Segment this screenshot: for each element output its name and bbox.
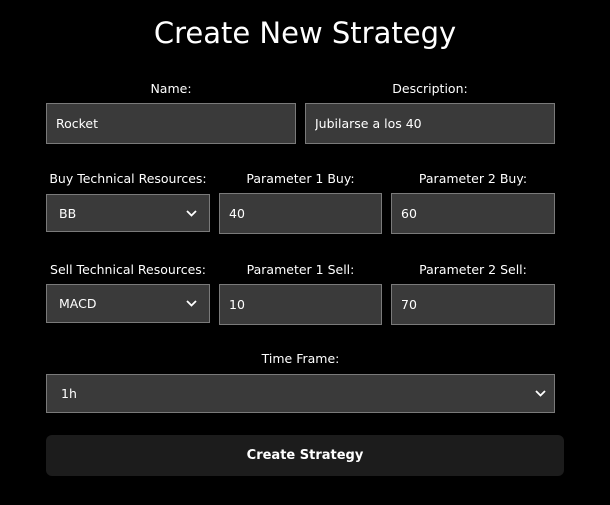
sell-param1-input[interactable] [219,284,382,325]
sell-param2-input[interactable] [391,284,555,325]
timeframe-select[interactable]: 1h [46,374,555,413]
sell-resources-label: Sell Technical Resources: [50,262,206,277]
buy-resources-value: BB [59,205,77,221]
create-strategy-button[interactable]: Create Strategy [46,435,564,476]
sell-resources-select[interactable]: MACD [46,284,210,323]
timeframe-value: 1h [61,386,77,401]
buy-param2-input[interactable] [391,193,555,234]
buy-resources-select[interactable]: BB [46,194,210,232]
description-input[interactable] [305,103,555,144]
name-label: Name: [150,81,192,96]
buy-param1-input[interactable] [219,193,382,234]
buy-param1-label: Parameter 1 Buy: [246,171,355,186]
chevron-down-icon [185,207,197,219]
sell-param1-label: Parameter 1 Sell: [246,262,355,277]
page-title: Create New Strategy [153,16,457,50]
sell-resources-value: MACD [59,296,97,311]
name-input[interactable] [46,103,296,144]
timeframe-label: Time Frame: [261,351,340,366]
buy-resources-label: Buy Technical Resources: [49,171,207,186]
buy-param2-label: Parameter 2 Buy: [418,171,528,186]
description-label: Description: [392,81,468,96]
chevron-down-icon [185,298,197,310]
chevron-down-icon [534,388,546,400]
sell-param2-label: Parameter 2 Sell: [419,262,527,277]
